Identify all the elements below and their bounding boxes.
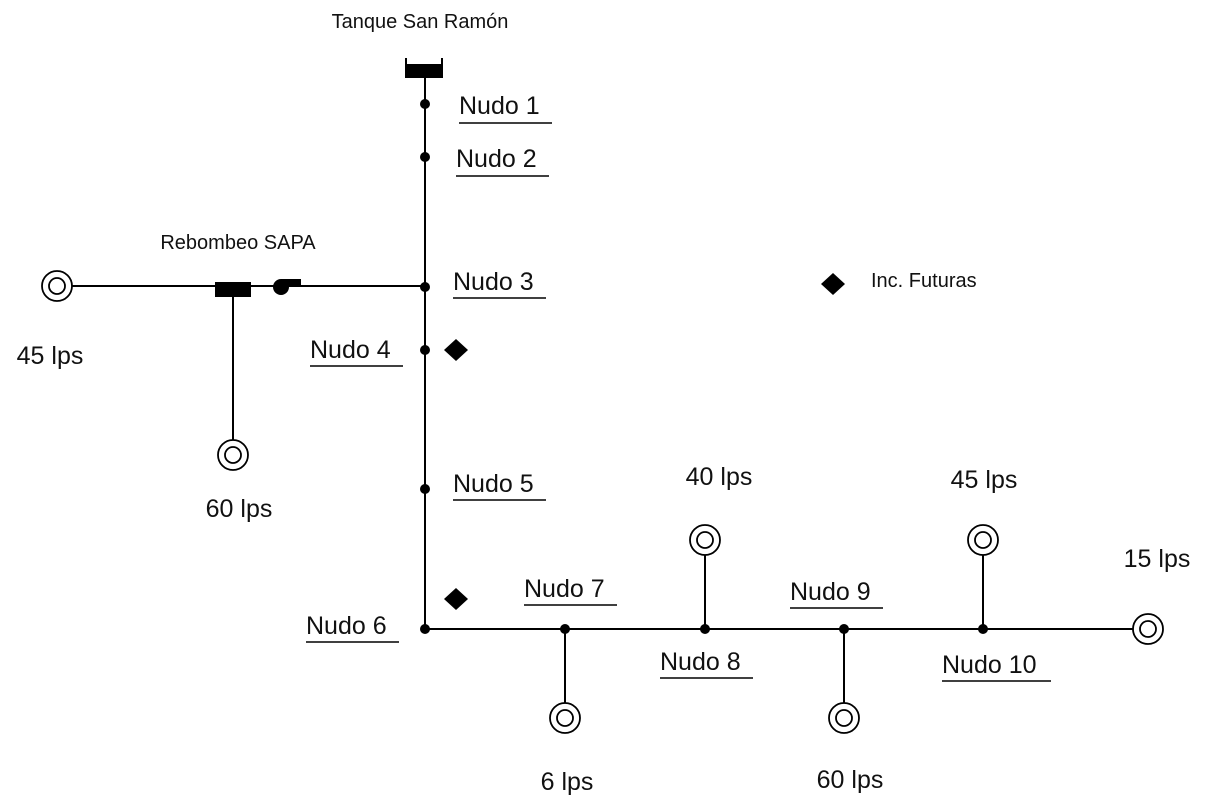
pipes [70,78,1140,704]
demand-label-nudo7: 6 lps [541,768,594,796]
outlet-icon-nudo9 [828,702,860,734]
legend-label: Inc. Futuras [871,270,977,292]
node-label-9: Nudo 9 [790,578,871,606]
demand-outlets [41,270,1164,734]
demand-label-nudo8: 40 lps [686,463,753,491]
node-label-10: Nudo 10 [942,651,1037,679]
outlet-icon-west [41,270,73,302]
node-label-4: Nudo 4 [310,336,391,364]
tank-icon [405,58,443,78]
node-dot-9 [839,624,849,634]
demand-label-nudo10: 45 lps [951,466,1018,494]
demand-labels: 45 lps 60 lps 40 lps 45 lps 15 lps 6 lps… [17,342,1191,796]
demand-label-sapa: 60 lps [206,495,273,523]
rebombeo-tank-icon [215,282,251,297]
node-dot-10 [978,624,988,634]
node-dot-5 [420,484,430,494]
legend-diamond-icon [821,273,845,295]
node-label-3: Nudo 3 [453,268,534,296]
node-label-6: Nudo 6 [306,612,387,640]
node-dot-2 [420,152,430,162]
node-dots [420,99,988,634]
demand-label-west: 45 lps [17,342,84,370]
demand-label-east: 15 lps [1124,545,1191,573]
node-label-8: Nudo 8 [660,648,741,676]
tank-label: Tanque San Ramón [332,11,509,33]
node-label-7: Nudo 7 [524,575,605,603]
node-dot-6 [420,624,430,634]
pump-icon [273,279,301,295]
demand-label-nudo9: 60 lps [817,766,884,794]
node-dot-3 [420,282,430,292]
node-label-5: Nudo 5 [453,470,534,498]
node-label-1: Nudo 1 [459,92,540,120]
future-connections [444,339,468,610]
node-labels: Nudo 1 Nudo 2 Nudo 3 Nudo 4 Nudo 5 Nudo … [306,92,1051,682]
outlet-icon-nudo8 [689,524,721,556]
node-dot-7 [560,624,570,634]
node-label-2: Nudo 2 [456,145,537,173]
diamond-icon-nudo4 [444,339,468,361]
outlet-icon-nudo7 [549,702,581,734]
rebombeo-label: Rebombeo SAPA [160,232,316,254]
node-dot-1 [420,99,430,109]
node-dot-4 [420,345,430,355]
outlet-icon-east [1132,613,1164,645]
outlet-icon-sapa [217,439,249,471]
node-dot-8 [700,624,710,634]
outlet-icon-nudo10 [967,524,999,556]
legend: Inc. Futuras [821,270,977,295]
diamond-icon-nudo6 [444,588,468,610]
